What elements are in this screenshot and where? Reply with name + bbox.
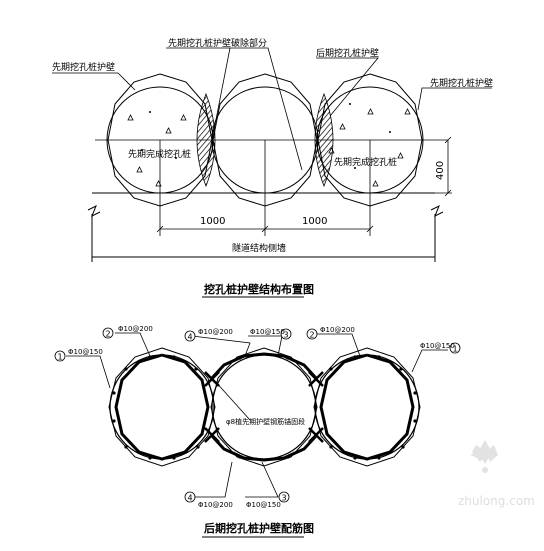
bar-spec-top-mid-right: Φ10@150 — [250, 328, 285, 336]
right-ring-rebar — [319, 353, 415, 461]
dim-height: 400 — [435, 161, 446, 180]
left-ring-rebar — [114, 353, 210, 461]
dim-spacing-left: 1000 — [200, 216, 225, 227]
callout-4-top: 4 — [184, 330, 196, 342]
plan-title: 挖孔桩护壁结构布置图 — [204, 282, 314, 296]
bar-spec-top-left: Φ10@200 — [118, 325, 153, 333]
tunnel-boundary — [87, 192, 444, 262]
watermark: zhulong.com — [458, 440, 535, 508]
label-removed-part: 先期挖孔桩护壁破除部分 — [168, 37, 267, 49]
svg-text:3: 3 — [284, 331, 289, 340]
callout-2-left: 2 — [102, 327, 114, 339]
aggregate-symbols — [127, 108, 411, 187]
svg-text:2: 2 — [310, 331, 315, 340]
callout-2-right: 2 — [306, 328, 318, 340]
svg-text:1: 1 — [58, 353, 63, 362]
callout-3-bottom: 3 — [278, 491, 290, 503]
rebar-leader-lines — [66, 332, 448, 498]
label-completed-pile-right: 先期完成挖孔桩 — [334, 156, 397, 168]
svg-text:1: 1 — [453, 345, 458, 354]
rebar-title: 后期挖孔桩护壁配筋图 — [204, 521, 314, 535]
middle-ring-rebar-bottom — [210, 434, 318, 462]
callout-1-right: 1 — [449, 342, 461, 354]
left-ring-outer — [108, 347, 216, 467]
anchor-cross-marks — [204, 371, 324, 443]
middle-ring-inner — [211, 354, 317, 460]
label-completed-pile-left: 先期完成挖孔桩 — [128, 148, 191, 160]
right-ring-outer — [313, 347, 421, 467]
svg-text:2: 2 — [106, 330, 111, 339]
dot-symbols — [141, 103, 391, 169]
label-first-pile-wall-left: 先期挖孔桩护壁 — [52, 61, 115, 73]
watermark-text: zhulong.com — [458, 494, 535, 508]
callout-4-bottom: 4 — [184, 491, 196, 503]
svg-text:4: 4 — [188, 494, 193, 503]
bar-spec-left: Φ10@150 — [68, 348, 103, 356]
bar-spec-right: Φ10@150 — [420, 342, 455, 350]
middle-ring-outer — [210, 347, 318, 467]
rebar-detail-view: 2 1 4 3 2 1 4 3 Φ10@200 — [54, 325, 461, 538]
left-ring-inner — [109, 354, 215, 460]
right-ring-inner — [314, 354, 420, 460]
callout-3-top: 3 — [280, 328, 292, 340]
middle-ring-rebar-top — [210, 352, 318, 380]
bar-spec-top-right: Φ10@200 — [320, 326, 355, 334]
callout-1-left: 1 — [54, 350, 66, 362]
bar-spec-bottom-left: Φ10@200 — [198, 501, 233, 509]
rebar-dots — [112, 355, 417, 460]
dim-spacing-right: 1000 — [302, 216, 327, 227]
bar-spec-top-mid-left: Φ10@200 — [198, 328, 233, 336]
label-first-pile-wall-right: 先期挖孔桩护壁 — [430, 77, 493, 89]
label-anchor-segment: φ8植先期护壁钢筋锚固段 — [226, 417, 305, 426]
height-dimension — [430, 136, 452, 197]
label-later-pile-wall: 后期挖孔桩护壁 — [316, 47, 379, 59]
svg-text:3: 3 — [282, 494, 287, 503]
watermark-logo — [470, 440, 498, 473]
leader-lines — [52, 47, 492, 171]
label-tunnel-boundary: 隧道结构侧墙 — [232, 242, 286, 254]
spacing-dimension — [156, 225, 374, 233]
pile-plan-view: 1000 1000 400 先期挖孔桩护壁 先期挖孔桩护壁破除部分 后期挖孔桩护… — [52, 37, 493, 298]
bar-spec-bottom-right: Φ10@150 — [246, 501, 281, 509]
svg-text:4: 4 — [188, 333, 193, 342]
